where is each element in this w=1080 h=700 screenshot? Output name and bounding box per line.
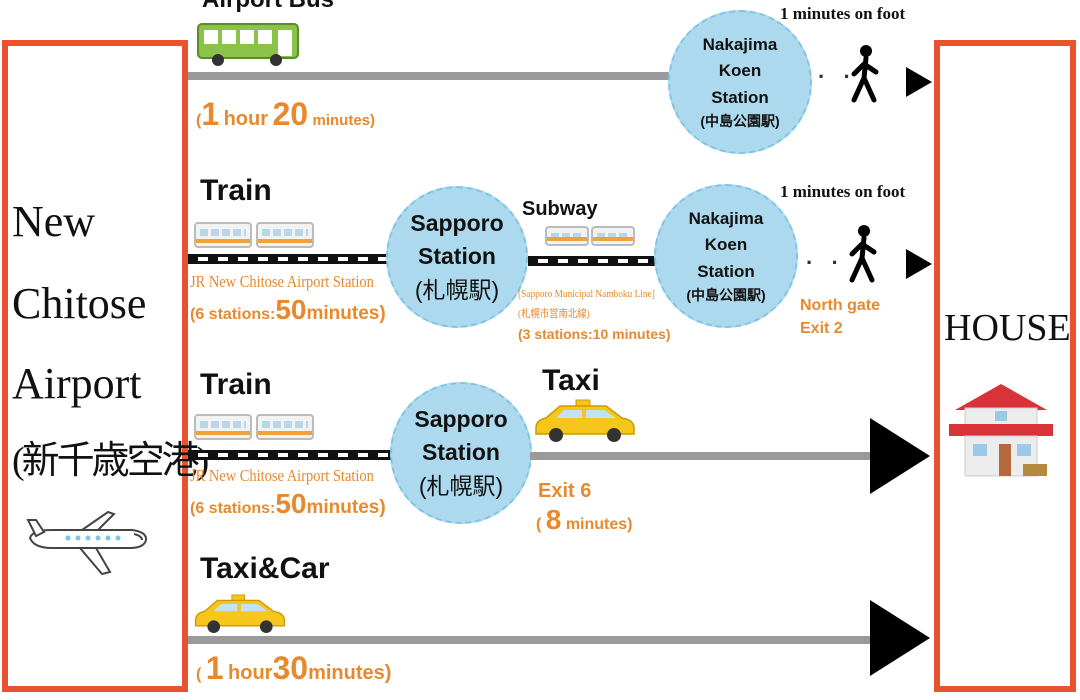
taxi-time-open: ( [536,516,542,533]
rail-time-suffix: minutes) [306,303,386,324]
rail-time-num: 50 [275,294,307,325]
rail-time-suffix: minutes) [306,497,386,518]
walk-dots: · · [818,64,857,89]
subway-duration: (3 stations:10 minutes) [518,326,671,342]
bus-icon [197,23,299,66]
subway-car-icon [545,226,589,246]
walk-dots: · · [806,250,845,275]
taxi-car-route-line [188,636,876,644]
subway-line-name: [Sapporo Municipal Namboku Line] [518,288,655,300]
station-name-line: Koen [704,235,748,255]
origin-line-2: Chitose [12,279,147,328]
walking-person-icon [849,225,877,283]
airplane-icon [26,510,148,576]
origin-line-4: (新千歳空港) [12,440,209,482]
station-name-line: Station [418,243,496,270]
taxi-icon [194,594,286,634]
train-car-icon [256,414,314,440]
train-subway-line-name: JR New Chitose Airport Station [190,272,374,291]
car-time-min: 30 [272,650,309,686]
taxi-car-mode-label: Taxi&Car [200,552,330,585]
train-subway-mode-label: Train [200,174,272,207]
origin-line-3: Airport [12,359,142,408]
bus-duration: (1 hour 20 minutes) [196,96,375,133]
train-subway-rail [188,254,396,264]
station-name-line: Koen [718,61,762,81]
taxi-car-arrow [870,600,930,676]
station-name-line: Nakajima [702,34,778,54]
sapporo-station-1: Sapporo Station (札幌駅) [386,186,528,328]
walking-person-icon [851,45,879,103]
station-name-line: Station [711,87,769,107]
bus-mode-label: Airport Bus [202,0,334,14]
bus-time-min: 20 [272,96,309,132]
train-taxi-duration: (6 stations:50minutes) [190,488,386,520]
taxi-arrow [870,418,930,494]
sapporo-station-2: Sapporo Station (札幌駅) [390,382,532,524]
train-car-icon [256,222,314,248]
bus-route-line [188,72,672,80]
station-name-line: Sapporo [414,405,508,432]
taxi-duration: ( 8 minutes) [536,504,632,536]
car-time-open: ( [196,666,202,683]
station-name-jp: (札幌駅) [418,472,504,499]
train-taxi-mode-label: Train [200,368,272,401]
bus-walk-time: 1 minutes on foot [780,4,906,23]
car-time-min-unit: minutes) [308,662,392,684]
bus-time-hour: 1 [201,96,220,132]
bus-station-nakajima-koen: Nakajima Koen Station (中島公園駅) [668,10,812,154]
bus-time-min-unit: minutes) [312,112,376,129]
house-label: HOUSE [944,307,1071,349]
train-car-icon [194,222,252,248]
train-car-icon [194,414,252,440]
subway-rail [528,256,658,266]
station-name-jp: (中島公園駅) [686,287,766,304]
subway-label: Subway [522,198,598,220]
north-gate-label: North gate [800,297,880,314]
station-name-jp: (札幌駅) [414,276,500,303]
origin-box [2,40,188,692]
car-time-hour-unit: hour [228,662,273,684]
rail-time-prefix: (6 stations: [190,500,276,517]
bus-arrow [906,67,932,97]
exit-2-label: Exit 2 [800,320,843,337]
taxi-icon [535,399,635,442]
station-name-line: Station [697,261,755,281]
station-name-jp: (中島公園駅) [700,113,780,130]
subway-arrow [906,249,932,279]
train-taxi-line-name: JR New Chitose Airport Station [190,466,374,485]
taxi-time-unit: minutes) [565,516,633,533]
rail-time-prefix: (6 stations: [190,306,276,323]
destination-box [934,40,1076,692]
car-time-hour: 1 [205,650,224,686]
train-subway-duration: (6 stations:50minutes) [190,294,386,326]
exit-6-label: Exit 6 [538,480,592,502]
station-name-line: Station [422,439,500,466]
rail-time-num: 50 [275,488,307,519]
subway-walk-time: 1 minutes on foot [780,182,906,201]
train-taxi-rail [188,450,396,460]
taxi-route-line [530,452,876,460]
taxi-label: Taxi [542,364,600,397]
station-name-line: Nakajima [688,208,764,228]
station-name-line: Sapporo [410,209,504,236]
bus-time-hour-unit: hour [223,108,269,130]
subway-car-icon [591,226,635,246]
subway-line-name-jp: (札幌市営南北線) [518,308,590,320]
bus-time-open: ( [196,112,202,129]
taxi-car-duration: ( 1 hour30minutes) [196,650,391,687]
taxi-time-num: 8 [545,504,562,535]
house-icon [949,384,1053,477]
origin-line-1: New [12,197,96,246]
nakajima-koen-station-2: Nakajima Koen Station (中島公園駅) [654,184,798,328]
